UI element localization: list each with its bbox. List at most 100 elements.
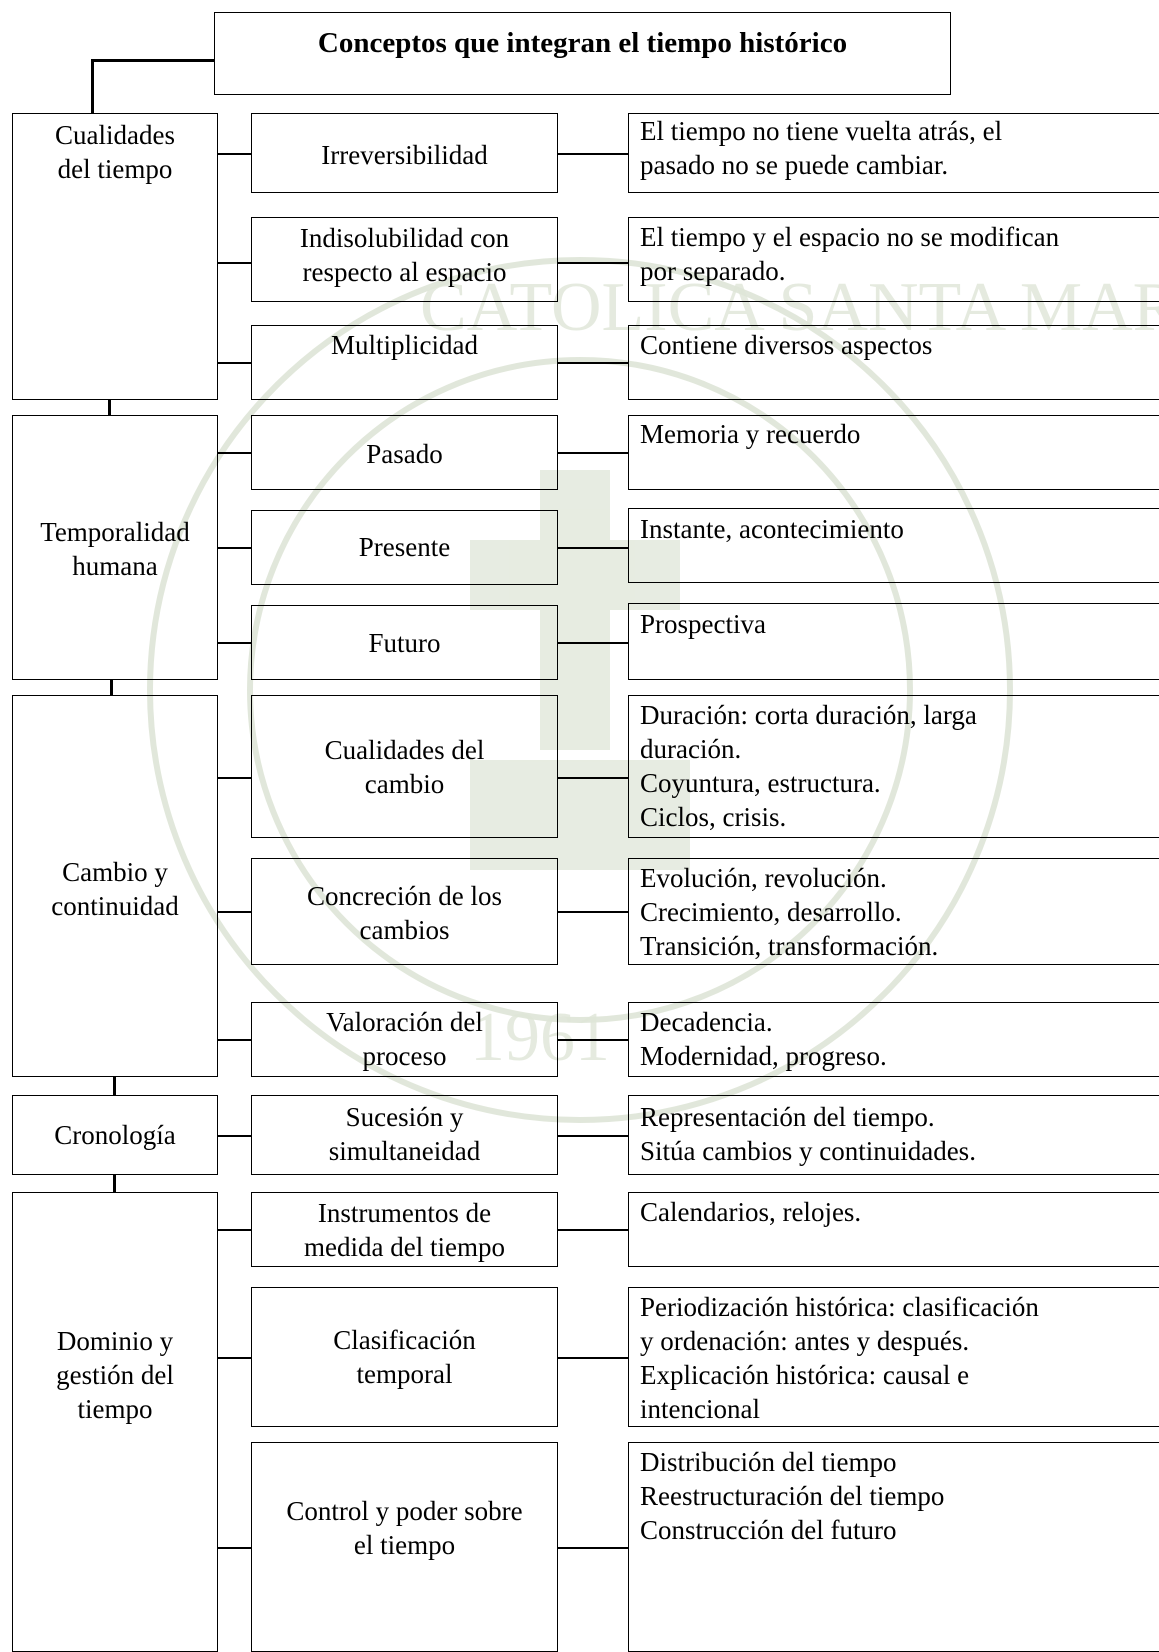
- description-line: duración.: [640, 734, 742, 764]
- description-line: Decadencia.: [640, 1007, 773, 1037]
- concept-label-line: cambios: [359, 915, 450, 945]
- description-box: [628, 415, 1159, 490]
- description-line: por separado.: [640, 256, 786, 286]
- description-box: [628, 1002, 1159, 1077]
- description-line: Duración: corta duración, larga: [640, 700, 977, 730]
- branch-connector: [218, 547, 251, 549]
- branch-connector: [218, 642, 251, 644]
- description-box: [628, 217, 1159, 302]
- concept-label-line: temporal: [356, 1359, 453, 1389]
- branch-connector: [218, 1357, 251, 1359]
- description-text: Distribución del tiempo Reestructuración…: [628, 1445, 1159, 1547]
- description-connector: [558, 362, 628, 364]
- category-label-line: Cambio y: [62, 857, 168, 887]
- description-box: [628, 695, 1159, 838]
- description-box: [628, 508, 1159, 583]
- concept-label-line: Pasado: [366, 439, 443, 469]
- concept-label-line: Concreción de los: [307, 881, 502, 911]
- concept-label-line: proceso: [362, 1041, 447, 1071]
- title-connector: [93, 59, 215, 62]
- category-label-line: gestión del: [56, 1360, 174, 1390]
- concept-box: [251, 695, 558, 838]
- description-text: Calendarios, relojes.: [628, 1195, 1159, 1229]
- description-text: Memoria y recuerdo: [628, 417, 1159, 451]
- description-text: Contiene diversos aspectos: [628, 328, 1159, 362]
- description-text: El tiempo y el espacio no se modifican p…: [628, 220, 1159, 288]
- description-box: [628, 325, 1159, 400]
- category-label-line: humana: [72, 551, 158, 581]
- category-label-line: del tiempo: [57, 154, 173, 184]
- concept-label-line: cambio: [364, 769, 445, 799]
- concept-label: Concreción de los cambios: [251, 879, 558, 947]
- description-connector: [558, 1357, 628, 1359]
- description-line: Evolución, revolución.: [640, 863, 887, 893]
- category-label-line: continuidad: [51, 891, 179, 921]
- description-line: Distribución del tiempo: [640, 1447, 897, 1477]
- description-line: Sitúa cambios y continuidades.: [640, 1136, 976, 1166]
- category-box-temporalidad: [12, 415, 218, 680]
- description-line: Explicación histórica: causal e: [640, 1360, 970, 1390]
- concept-box: [251, 1192, 558, 1267]
- category-label-line: Dominio y: [56, 1326, 174, 1356]
- category-label-line: Cronología: [54, 1120, 176, 1150]
- description-line: Periodización histórica: clasificación: [640, 1292, 1039, 1322]
- branch-connector: [218, 911, 251, 913]
- concept-label: Multiplicidad: [251, 328, 558, 362]
- category-connector: [113, 1077, 116, 1095]
- concept-box: [251, 113, 558, 193]
- description-connector: [558, 547, 628, 549]
- description-box: [628, 1095, 1159, 1175]
- concept-label-line: Indisolubilidad con: [299, 223, 510, 253]
- branch-connector: [218, 262, 251, 264]
- title-connector: [91, 59, 94, 113]
- concept-label-line: Irreversibilidad: [321, 140, 488, 170]
- description-line: Contiene diversos aspectos: [640, 330, 933, 360]
- concept-label-line: Cualidades del: [324, 735, 485, 765]
- concept-label: Cualidades del cambio: [251, 733, 558, 801]
- description-line: El tiempo no tiene vuelta atrás, el: [640, 116, 1003, 146]
- concept-label-line: Multiplicidad: [331, 330, 478, 360]
- description-line: Instante, acontecimiento: [640, 514, 904, 544]
- concept-box: [251, 858, 558, 965]
- description-line: Memoria y recuerdo: [640, 419, 861, 449]
- description-connector: [558, 642, 628, 644]
- concept-box: [251, 1002, 558, 1077]
- concept-label: Presente: [251, 530, 558, 564]
- description-connector: [558, 1039, 628, 1041]
- concept-label: Valoración del proceso: [251, 1005, 558, 1073]
- category-box-cronologia: [12, 1095, 218, 1175]
- description-line: Prospectiva: [640, 609, 766, 639]
- description-line: y ordenación: antes y después.: [640, 1326, 970, 1356]
- concept-label: Futuro: [251, 626, 558, 660]
- category-label: Dominio y gestión del tiempo: [12, 1324, 218, 1426]
- description-connector: [558, 452, 628, 454]
- concept-label: Pasado: [251, 437, 558, 471]
- branch-connector: [218, 777, 251, 779]
- description-line: Calendarios, relojes.: [640, 1197, 862, 1227]
- branch-connector: [218, 452, 251, 454]
- description-connector: [558, 911, 628, 913]
- description-text: El tiempo no tiene vuelta atrás, el pasa…: [628, 114, 1159, 182]
- description-text: Periodización histórica: clasificación y…: [628, 1290, 1159, 1426]
- concept-box: [251, 1095, 558, 1175]
- description-connector: [558, 262, 628, 264]
- concept-label-line: Clasificación: [333, 1325, 476, 1355]
- concept-label: Irreversibilidad: [251, 130, 558, 180]
- description-box: [628, 1192, 1159, 1267]
- category-label-line: tiempo: [77, 1394, 153, 1424]
- branch-connector: [218, 1039, 251, 1041]
- branch-connector: [218, 1229, 251, 1231]
- concept-label-line: Valoración del: [326, 1007, 483, 1037]
- concept-box: [251, 1287, 558, 1427]
- description-line: intencional: [640, 1394, 760, 1424]
- category-label: Cambio y continuidad: [12, 855, 218, 923]
- description-text: Representación del tiempo. Sitúa cambios…: [628, 1100, 1159, 1168]
- concept-label-line: medida del tiempo: [304, 1232, 505, 1262]
- concept-box: [251, 217, 558, 302]
- concept-box: [251, 415, 558, 490]
- description-connector: [558, 1547, 628, 1549]
- concept-label: Clasificación temporal: [251, 1323, 558, 1391]
